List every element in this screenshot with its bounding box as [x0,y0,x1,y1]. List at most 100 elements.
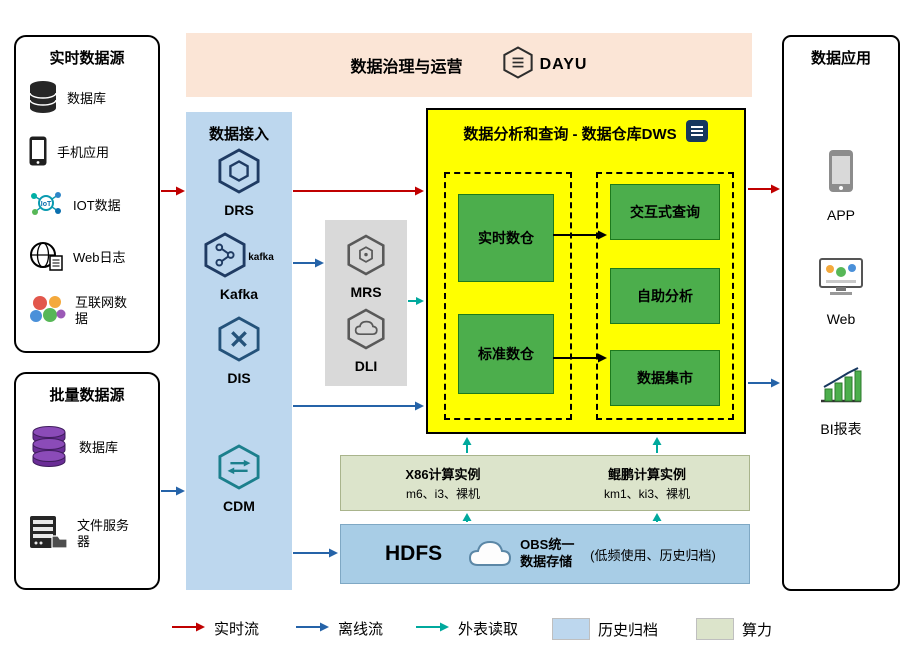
legend: 实时流 离线流 外表读取 历史归档 [0,612,914,648]
ingest-label: DIS [227,370,251,386]
weblog-globe-icon [28,240,64,277]
kafka-icon-row: kafka [204,232,274,283]
source-item-iot: IoT IOT数据 [28,184,121,228]
source-label: IOT数据 [73,198,121,214]
dayu-hexagon-icon [502,46,533,84]
arrow-ingest-to-dws-offline [293,401,424,411]
ingest-label: DRS [224,202,254,218]
source-item-file-server: 文件服务器 [28,512,129,556]
arrow-compute-to-dws-right [652,437,662,453]
source-item-database: 数据库 [28,77,106,121]
arrow-hdfs-to-compute-left [462,513,472,522]
source-label: 手机应用 [57,145,110,161]
source-label: 文件服务器 [77,518,130,549]
realtime-sources-title: 实时数据源 [49,50,125,67]
x86-subtitle: m6、i3、裸机 [405,487,480,501]
processing-item-mrs: MRS [325,234,407,300]
dws-title: 数据分析和查询 - 数据仓库DWS [463,125,677,143]
compute-instances-box: X86计算实例 m6、i3、裸机 鲲鹏计算实例 km1、ki3、裸机 [340,455,750,511]
x86-title: X86计算实例 [405,467,481,482]
legend-external-read: 外表读取 [416,618,518,639]
app-item-web: Web [784,257,898,327]
hdfs-obs-box: HDFS OBS统一数据存储 (低频使用、历史归档) [340,524,750,584]
dws-title-row: 数据分析和查询 - 数据仓库DWS [428,119,744,147]
arrow-dws-to-apps-realtime [748,184,780,194]
teal-arrow-icon [416,620,450,637]
app-label: APP [826,207,855,223]
legend-label: 历史归档 [598,621,659,639]
arrow-batch-source-to-ingest [161,486,185,496]
obs-label: OBS统一数据存储 [520,537,575,569]
source-label: 互联网数据 [75,295,128,326]
interactive-query-label: 交互式查询 [630,204,700,220]
source-label: 数据库 [67,91,107,107]
arrow-mrs-to-dws-external [408,297,424,305]
iot-icon: IoT [28,188,64,224]
app-phone-icon [828,149,854,198]
legend-offline-flow: 离线流 [296,618,383,639]
ingest-item-cdm: CDM [186,444,292,514]
blue-arrow-icon [296,620,330,637]
governance-banner: 数据治理与运营 DAYU [186,33,752,97]
dis-hexagon-icon [218,316,260,367]
obs-cloud-icon [466,538,512,570]
arrow-ingest-to-dws-realtime [293,186,424,196]
dli-hexagon-icon [347,308,385,355]
legend-compute-power: 算力 [696,618,772,640]
ingest-item-dis: DIS [186,316,292,386]
database-purple-icon [28,425,70,472]
mrs-hexagon-icon [347,234,385,281]
realtime-dw-label: 实时数仓 [478,230,534,246]
bi-chart-icon [818,365,864,410]
kunpeng-title: 鲲鹏计算实例 [607,467,686,482]
dayu-label: DAYU [539,56,588,73]
ingest-label: CDM [223,498,255,514]
web-monitor-icon [818,257,864,302]
dws-left-group [444,172,572,420]
processing-box: MRS DLI [325,220,407,386]
legend-label: 离线流 [338,621,384,638]
drs-hexagon-icon [218,148,260,199]
standard-dw-label: 标准数仓 [478,346,534,362]
ingest-item-drs: DRS [186,148,292,218]
governance-title: 数据治理与运营 [350,59,463,76]
ingest-item-kafka: kafka Kafka [186,232,292,302]
batch-sources-box: 批量数据源 数据库 [14,372,160,590]
file-server-icon [28,514,68,555]
x86-compute: X86计算实例 m6、i3、裸机 [341,456,545,510]
history-swatch [552,618,590,640]
kafka-hexagon-icon [204,232,246,283]
arrow-realtime-source-to-ingest [161,186,185,196]
source-label: Web日志 [73,250,126,266]
app-label: Web [826,311,856,327]
red-arrow-icon [172,620,206,637]
legend-label: 算力 [742,621,773,639]
realtime-dw-box: 实时数仓 [458,194,554,282]
interactive-query-box: 交互式查询 [610,184,720,240]
kunpeng-compute: 鲲鹏计算实例 km1、ki3、裸机 [545,456,749,510]
arrow-dws-to-apps-offline [748,378,780,388]
kunpeng-subtitle: km1、ki3、裸机 [603,487,690,501]
dws-box: 数据分析和查询 - 数据仓库DWS 实时数仓 标准数仓 交互式查询 自助分析 [426,108,746,434]
data-apps-box: 数据应用 APP [782,35,900,591]
batch-sources-title: 批量数据源 [49,387,125,404]
self-service-analysis-label: 自助分析 [637,288,693,304]
arrow-compute-to-dws-left [462,437,472,453]
app-label: BI报表 [820,421,862,437]
database-icon [28,80,58,119]
dws-right-group [596,172,734,420]
legend-label: 外表读取 [458,621,519,638]
source-item-mobile: 手机应用 [28,131,109,175]
legend-label: 实时流 [214,621,260,638]
dws-report-icon [685,119,709,147]
arrow-hdfs-to-compute-right [652,513,662,522]
source-item-database-purple: 数据库 [28,425,118,472]
kafka-wordmark: kafka [248,252,274,263]
source-item-weblog: Web日志 [28,236,126,280]
obs-note: (低频使用、历史归档) [590,547,716,563]
self-service-analysis-box: 自助分析 [610,268,720,324]
standard-dw-box: 标准数仓 [458,314,554,394]
data-ingest-title: 数据接入 [208,126,269,143]
processing-label: MRS [350,284,382,300]
